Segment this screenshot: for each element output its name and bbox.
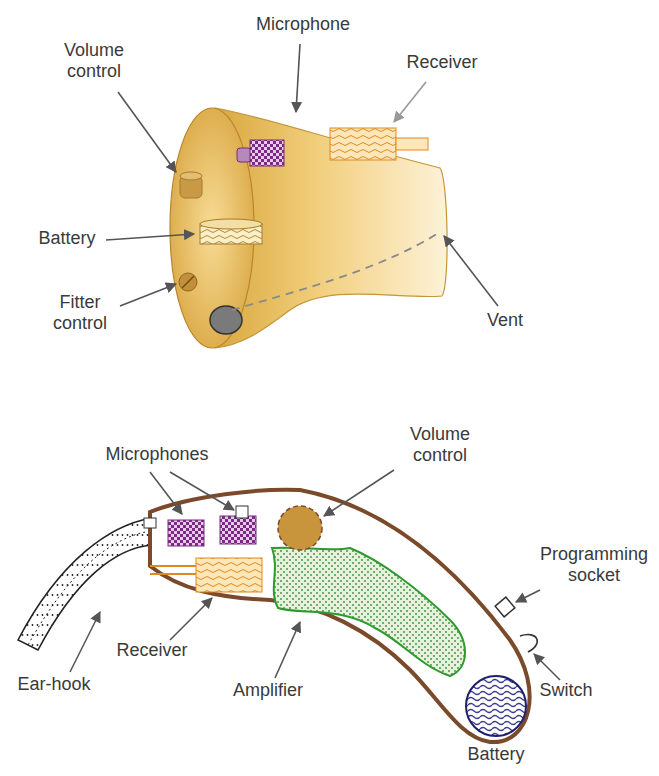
part-label: Switch — [524, 680, 608, 701]
microphone-element — [168, 520, 204, 546]
part-label: Volume control — [390, 424, 490, 466]
receiver-wire — [150, 573, 196, 575]
leader-line — [296, 44, 300, 112]
programming-socket — [495, 597, 515, 617]
leader-line — [170, 472, 234, 510]
part-label: Microphone — [238, 14, 368, 35]
part-label: Receiver — [392, 52, 492, 73]
leader-line — [70, 612, 100, 672]
leader-line — [275, 622, 300, 678]
switch-toggle — [520, 635, 537, 652]
leader-line — [394, 82, 426, 122]
leader-line — [120, 284, 176, 306]
fitter-control-screw — [179, 273, 197, 291]
leader-line — [150, 472, 182, 514]
volume-control-wheel — [278, 506, 322, 550]
part-label: Battery — [26, 228, 108, 249]
receiver-element — [330, 128, 396, 160]
vent-channel — [232, 232, 440, 310]
leader-line — [324, 470, 394, 516]
leader-line — [444, 236, 498, 306]
leader-lines — [106, 44, 498, 306]
microphone-element — [220, 516, 256, 544]
microphone-port — [237, 148, 251, 162]
part-label: Fitter control — [40, 292, 120, 334]
amplifier-circuit — [272, 548, 465, 676]
receiver-wire — [150, 565, 196, 567]
battery-cell — [200, 219, 262, 229]
part-label: Vent — [470, 310, 540, 331]
ite-hearing-aid — [170, 108, 447, 348]
part-label: Microphones — [82, 444, 232, 465]
volume-control-wheel — [180, 172, 202, 180]
part-label: Programming socket — [535, 544, 653, 586]
ear-hook — [18, 518, 152, 650]
part-label: Battery — [446, 744, 546, 765]
ear-hook — [28, 531, 150, 645]
receiver-tube — [396, 138, 428, 150]
part-label: Amplifier — [216, 680, 320, 701]
microphone-port — [236, 506, 248, 518]
leader-line — [516, 590, 540, 602]
microphone-element — [250, 140, 284, 166]
part-label: Receiver — [104, 640, 200, 661]
bte-hearing-aid — [18, 490, 537, 742]
bte-housing — [150, 490, 530, 742]
microphone-port — [144, 518, 156, 528]
leader-line — [534, 654, 560, 680]
fitter-control-screw — [182, 276, 194, 288]
leader-line — [106, 234, 194, 240]
receiver-element — [196, 558, 262, 592]
part-label: Ear-hook — [6, 674, 102, 695]
battery-cell — [466, 676, 526, 736]
part-label: Volume control — [48, 40, 140, 82]
leader-lines — [70, 470, 560, 680]
leader-line — [118, 92, 176, 172]
vent-opening — [210, 306, 242, 334]
leader-line — [170, 598, 212, 640]
